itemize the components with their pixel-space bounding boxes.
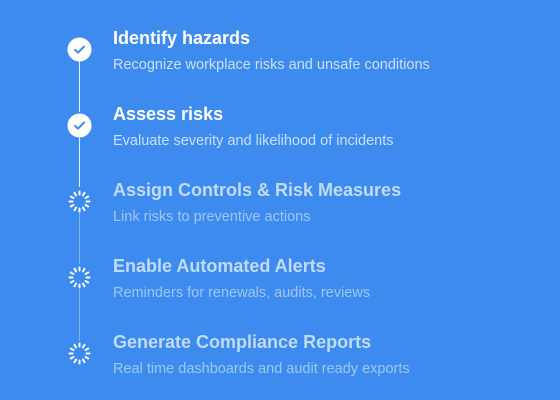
step-connector [79, 58, 80, 112]
step-description: Recognize workplace risks and unsafe con… [113, 57, 430, 73]
step-description: Evaluate severity and likelihood of inci… [113, 133, 394, 149]
step-description: Reminders for renewals, audits, reviews [113, 285, 371, 301]
check-icon [67, 113, 92, 138]
step-item: Identify hazards Recognize workplace ris… [0, 27, 560, 87]
check-icon [67, 37, 92, 62]
step-item: Assess risks Evaluate severity and likel… [0, 103, 560, 163]
step-connector [79, 289, 80, 341]
step-item: Assign Controls & Risk Measures Link ris… [0, 179, 560, 239]
loading-spinner-icon [67, 265, 92, 290]
step-title: Assess risks [113, 104, 224, 124]
step-title: Enable Automated Alerts [113, 256, 326, 276]
loading-spinner-icon [67, 341, 92, 366]
step-item: Enable Automated Alerts Reminders for re… [0, 255, 560, 315]
step-description: Link risks to preventive actions [113, 209, 311, 225]
step-description: Real time dashboards and audit ready exp… [113, 361, 410, 377]
step-title: Identify hazards [113, 28, 251, 48]
step-connector [79, 136, 80, 187]
step-title: Assign Controls & Risk Measures [113, 180, 402, 200]
step-connector [79, 212, 80, 264]
loading-spinner-icon [67, 189, 92, 214]
step-item: Generate Compliance Reports Real time da… [0, 331, 560, 391]
step-title: Generate Compliance Reports [113, 332, 372, 352]
